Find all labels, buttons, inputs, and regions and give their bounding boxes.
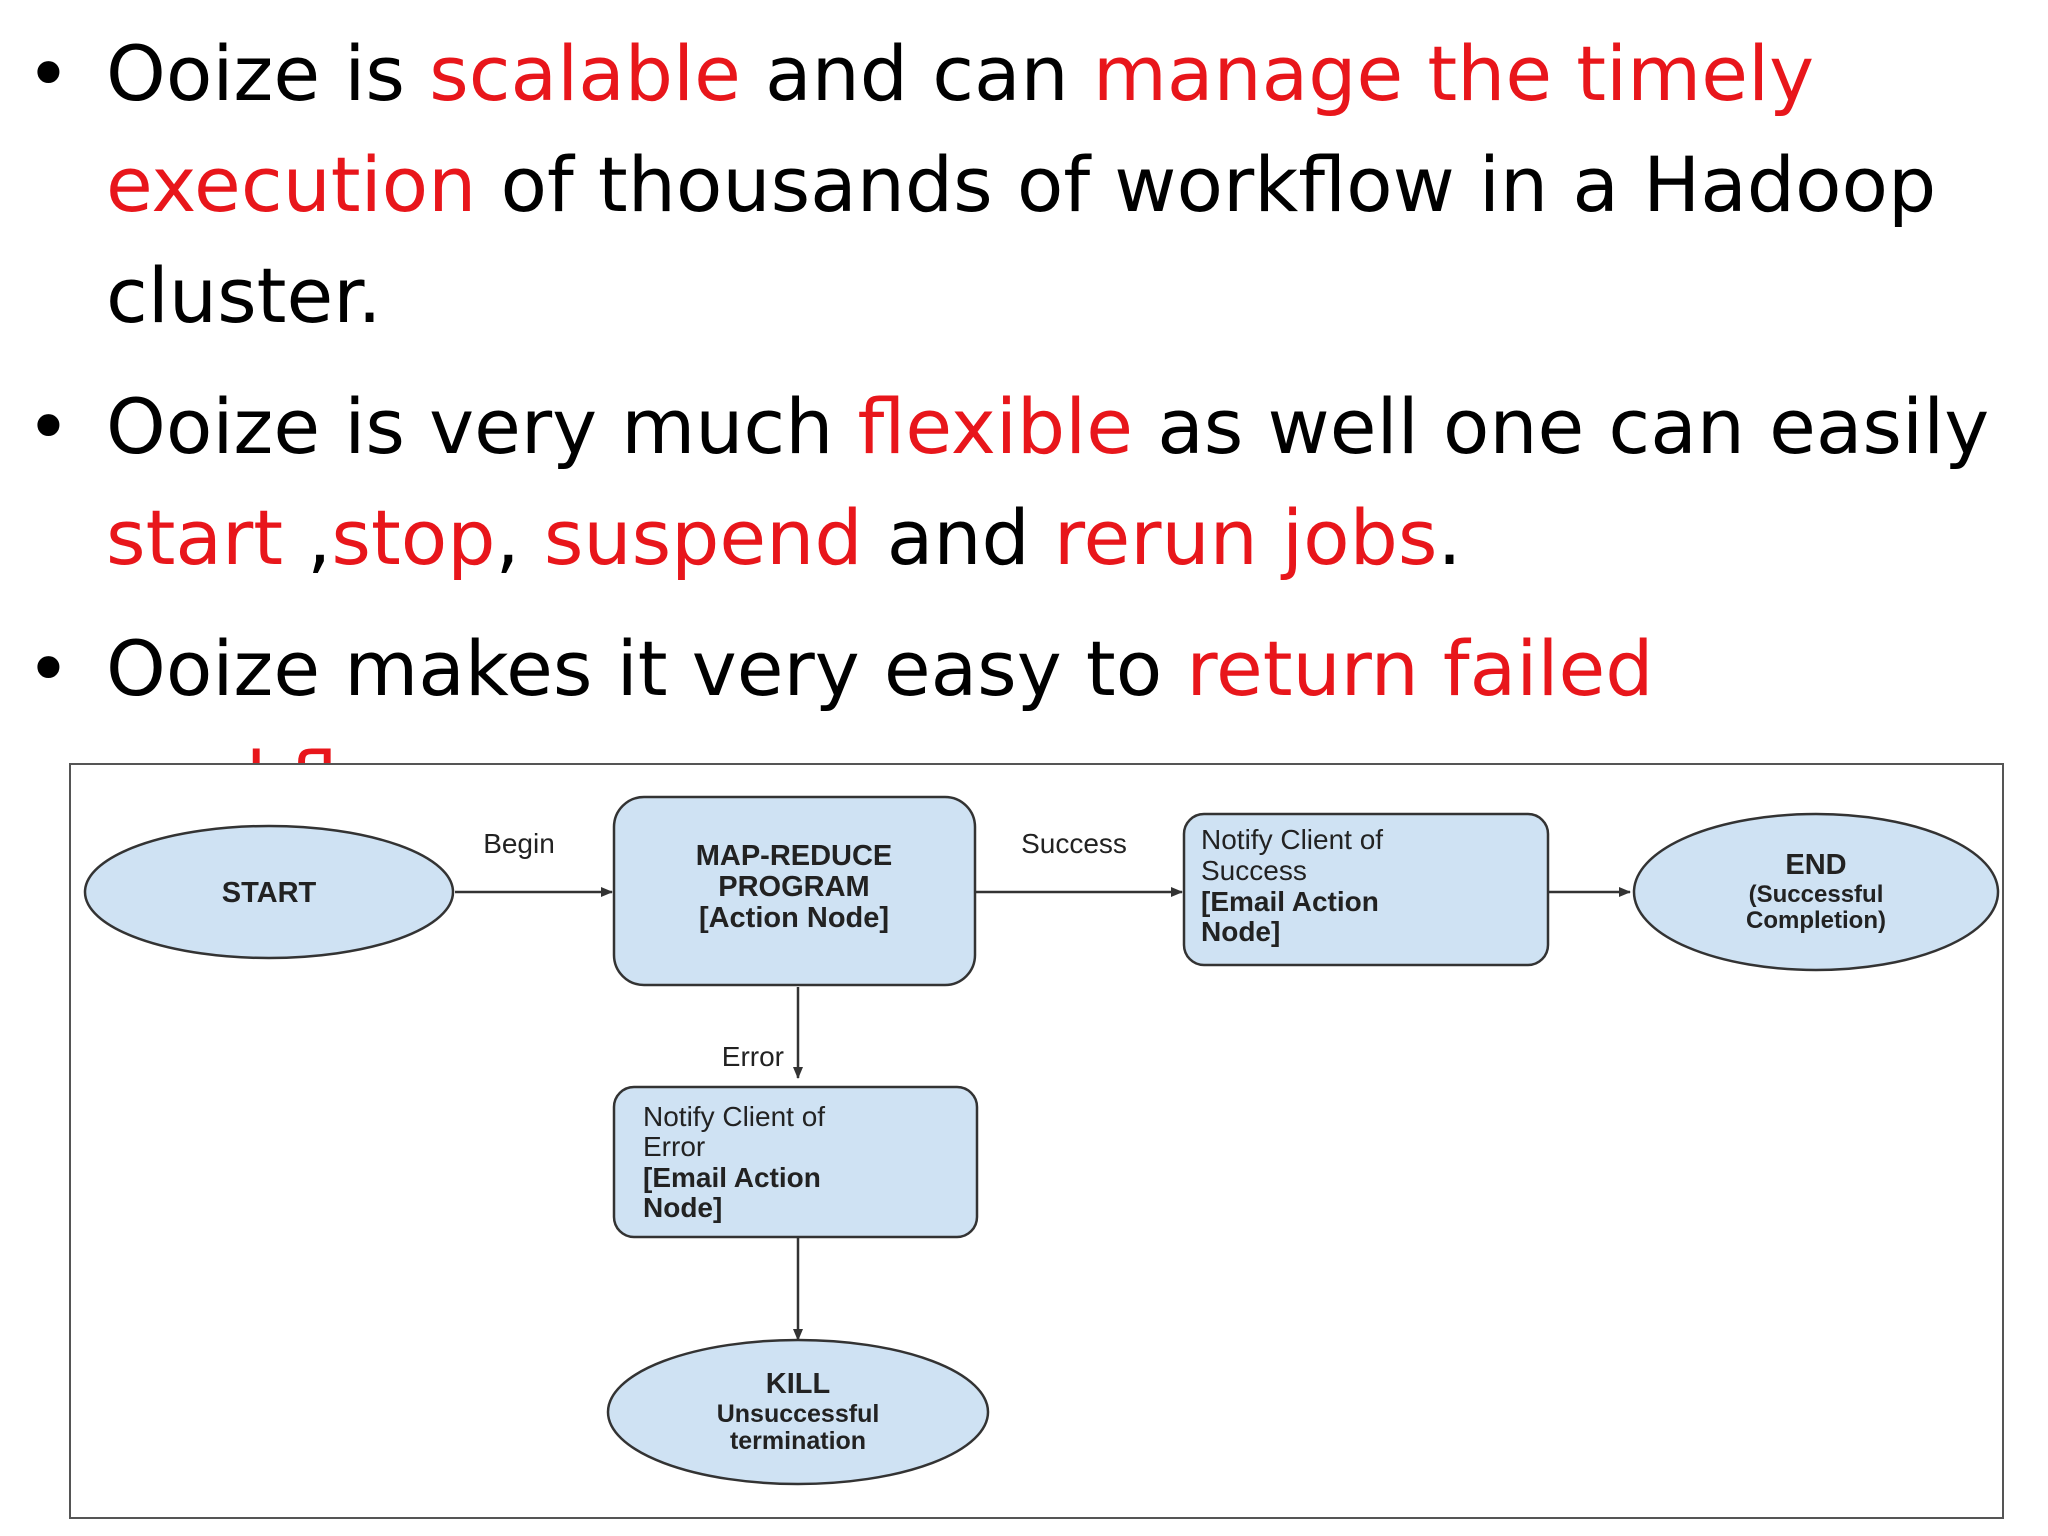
node-start: START bbox=[83, 824, 455, 960]
node-notify-success-line3: [Email Action bbox=[1201, 886, 1379, 917]
highlighted-text-run: start bbox=[106, 493, 284, 582]
node-end-line2: (Successful bbox=[1749, 881, 1884, 908]
workflow-diagram: Begin Success Error START MAP-REDUCE PRO… bbox=[69, 763, 2004, 1519]
node-kill-line2: Unsuccessful bbox=[717, 1400, 880, 1428]
edge-label-success: Success bbox=[1021, 828, 1127, 859]
node-mapreduce-line2: PROGRAM bbox=[718, 871, 869, 903]
highlighted-text-run: manage the timely execution bbox=[106, 29, 1815, 229]
bullet-dot-icon: • bbox=[26, 382, 71, 471]
node-end-line1: END bbox=[1785, 849, 1846, 881]
text-run: and can bbox=[740, 29, 1093, 118]
bullet-item: • Ooize is very much flexible as well on… bbox=[20, 371, 2020, 593]
node-notify-error-line2: Error bbox=[643, 1131, 705, 1162]
edge-label-error: Error bbox=[722, 1041, 784, 1072]
node-notify-error-line4: Node] bbox=[643, 1192, 722, 1223]
node-notify-success-line4: Node] bbox=[1201, 916, 1280, 947]
workflow-diagram-svg: Begin Success Error START MAP-REDUCE PRO… bbox=[83, 795, 2000, 1486]
node-mapreduce-line3: [Action Node] bbox=[699, 902, 889, 934]
bullet-text: Ooize is scalable and can manage the tim… bbox=[106, 18, 2020, 351]
highlighted-text-run: suspend bbox=[543, 493, 863, 582]
node-mapreduce: MAP-REDUCE PROGRAM [Action Node] bbox=[612, 795, 977, 987]
node-notify-success-line2: Success bbox=[1201, 855, 1307, 886]
text-run: as well one can easily bbox=[1133, 382, 1990, 471]
node-start-label: START bbox=[222, 877, 317, 909]
highlighted-text-run: rerun jobs bbox=[1053, 493, 1438, 582]
node-end: END (Successful Completion) bbox=[1632, 812, 2000, 972]
node-mapreduce-line1: MAP-REDUCE bbox=[696, 840, 893, 872]
node-notify-error: Notify Client of Error [Email Action Nod… bbox=[612, 1085, 979, 1239]
text-run: of thousands of workflow in a Hadoop clu… bbox=[106, 140, 1937, 340]
text-run: Ooize makes it very easy to bbox=[106, 624, 1187, 713]
text-run: , bbox=[283, 493, 332, 582]
text-run: Ooize is very much bbox=[106, 382, 858, 471]
highlighted-text-run: flexible bbox=[857, 382, 1134, 471]
node-kill-line1: KILL bbox=[766, 1368, 830, 1400]
bullet-dot-icon: • bbox=[26, 29, 71, 118]
bullet-list: • Ooize is scalable and can manage the t… bbox=[20, 18, 2020, 855]
node-notify-success-line1: Notify Client of bbox=[1201, 824, 1383, 855]
node-notify-error-line3: [Email Action bbox=[643, 1162, 821, 1193]
highlighted-text-run: scalable bbox=[429, 29, 741, 118]
bullet-dot-icon: • bbox=[26, 624, 71, 713]
text-run: Ooize is bbox=[106, 29, 430, 118]
text-run: and bbox=[862, 493, 1054, 582]
node-notify-success: Notify Client of Success [Email Action N… bbox=[1182, 812, 1550, 967]
node-end-line3: Completion) bbox=[1746, 907, 1886, 934]
bullet-item: • Ooize is scalable and can manage the t… bbox=[20, 18, 2020, 351]
edge-label-begin: Begin bbox=[483, 828, 555, 859]
text-run: , bbox=[495, 493, 544, 582]
highlighted-text-run: stop bbox=[331, 493, 496, 582]
node-kill-line3: termination bbox=[730, 1427, 866, 1455]
node-notify-error-line1: Notify Client of bbox=[643, 1101, 825, 1132]
text-run: . bbox=[1437, 493, 1462, 582]
node-kill: KILL Unsuccessful termination bbox=[606, 1338, 990, 1486]
bullet-text: Ooize is very much flexible as well one … bbox=[106, 371, 2020, 593]
